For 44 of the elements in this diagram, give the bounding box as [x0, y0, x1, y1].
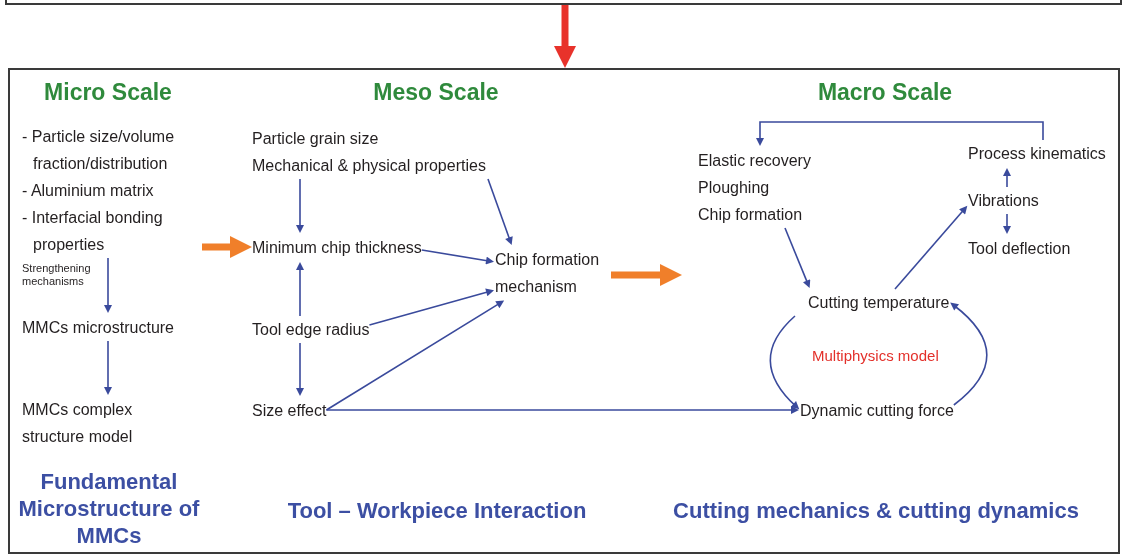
factor-text: Minimum chip thickness: [252, 234, 422, 261]
arrow: [756, 121, 1044, 146]
arrow: [325, 406, 799, 414]
arrow: [368, 288, 495, 326]
factor-text: - Interfacial bonding properties: [22, 208, 164, 255]
factor-text: Cutting temperature: [808, 289, 950, 316]
arrow: [296, 262, 304, 317]
arrow: [104, 340, 112, 395]
arrow: [487, 178, 513, 246]
frame-panel: [8, 68, 1120, 554]
arrow: [1003, 168, 1011, 188]
model-caption: Multiphysics model: [812, 346, 939, 366]
factor-text: Process kinematics: [968, 140, 1106, 167]
arrow: [325, 300, 505, 411]
scale-heading: Macro Scale: [816, 78, 954, 106]
arrow: [784, 227, 811, 289]
section-title: Fundamental Microstructure of MMCs: [17, 468, 201, 549]
arrow: [296, 342, 304, 396]
arrow: [296, 178, 304, 233]
factor-text: Particle grain size: [252, 129, 380, 149]
arrow: [769, 315, 800, 410]
factor-text: - Aluminium matrix: [22, 181, 155, 201]
factor-text: Mechanical & physical properties: [252, 156, 486, 176]
factor-text: Elastic recovery: [698, 151, 811, 171]
arrow: [1003, 213, 1011, 234]
factor-text: Tool deflection: [968, 235, 1071, 262]
scale-heading: Micro Scale: [43, 78, 173, 106]
factor-text: Vibrations: [968, 187, 1039, 214]
arrow: [950, 302, 988, 406]
arrow: [894, 205, 968, 290]
section-title: Tool – Workpiece Interaction: [286, 497, 588, 524]
factor-text: MMCs complex structure model: [22, 396, 182, 450]
factor-text: Chip formation mechanism: [495, 246, 611, 300]
arrow: [104, 257, 112, 313]
factor-text: Size effect: [252, 397, 327, 424]
factor-text: Chip formation: [698, 205, 804, 225]
factor-text: MMCs microstructure: [22, 314, 174, 341]
section-title: Cutting mechanics & cutting dynamics: [672, 497, 1080, 524]
factor-text: - Particle size/volume fraction/distribution: [22, 127, 176, 174]
scale-heading: Meso Scale: [372, 78, 500, 106]
factor-text: Tool edge radius: [252, 316, 370, 343]
factor-text: Dynamic cutting force: [800, 397, 954, 424]
factor-text: Ploughing: [698, 178, 771, 198]
arrow: [421, 249, 494, 265]
